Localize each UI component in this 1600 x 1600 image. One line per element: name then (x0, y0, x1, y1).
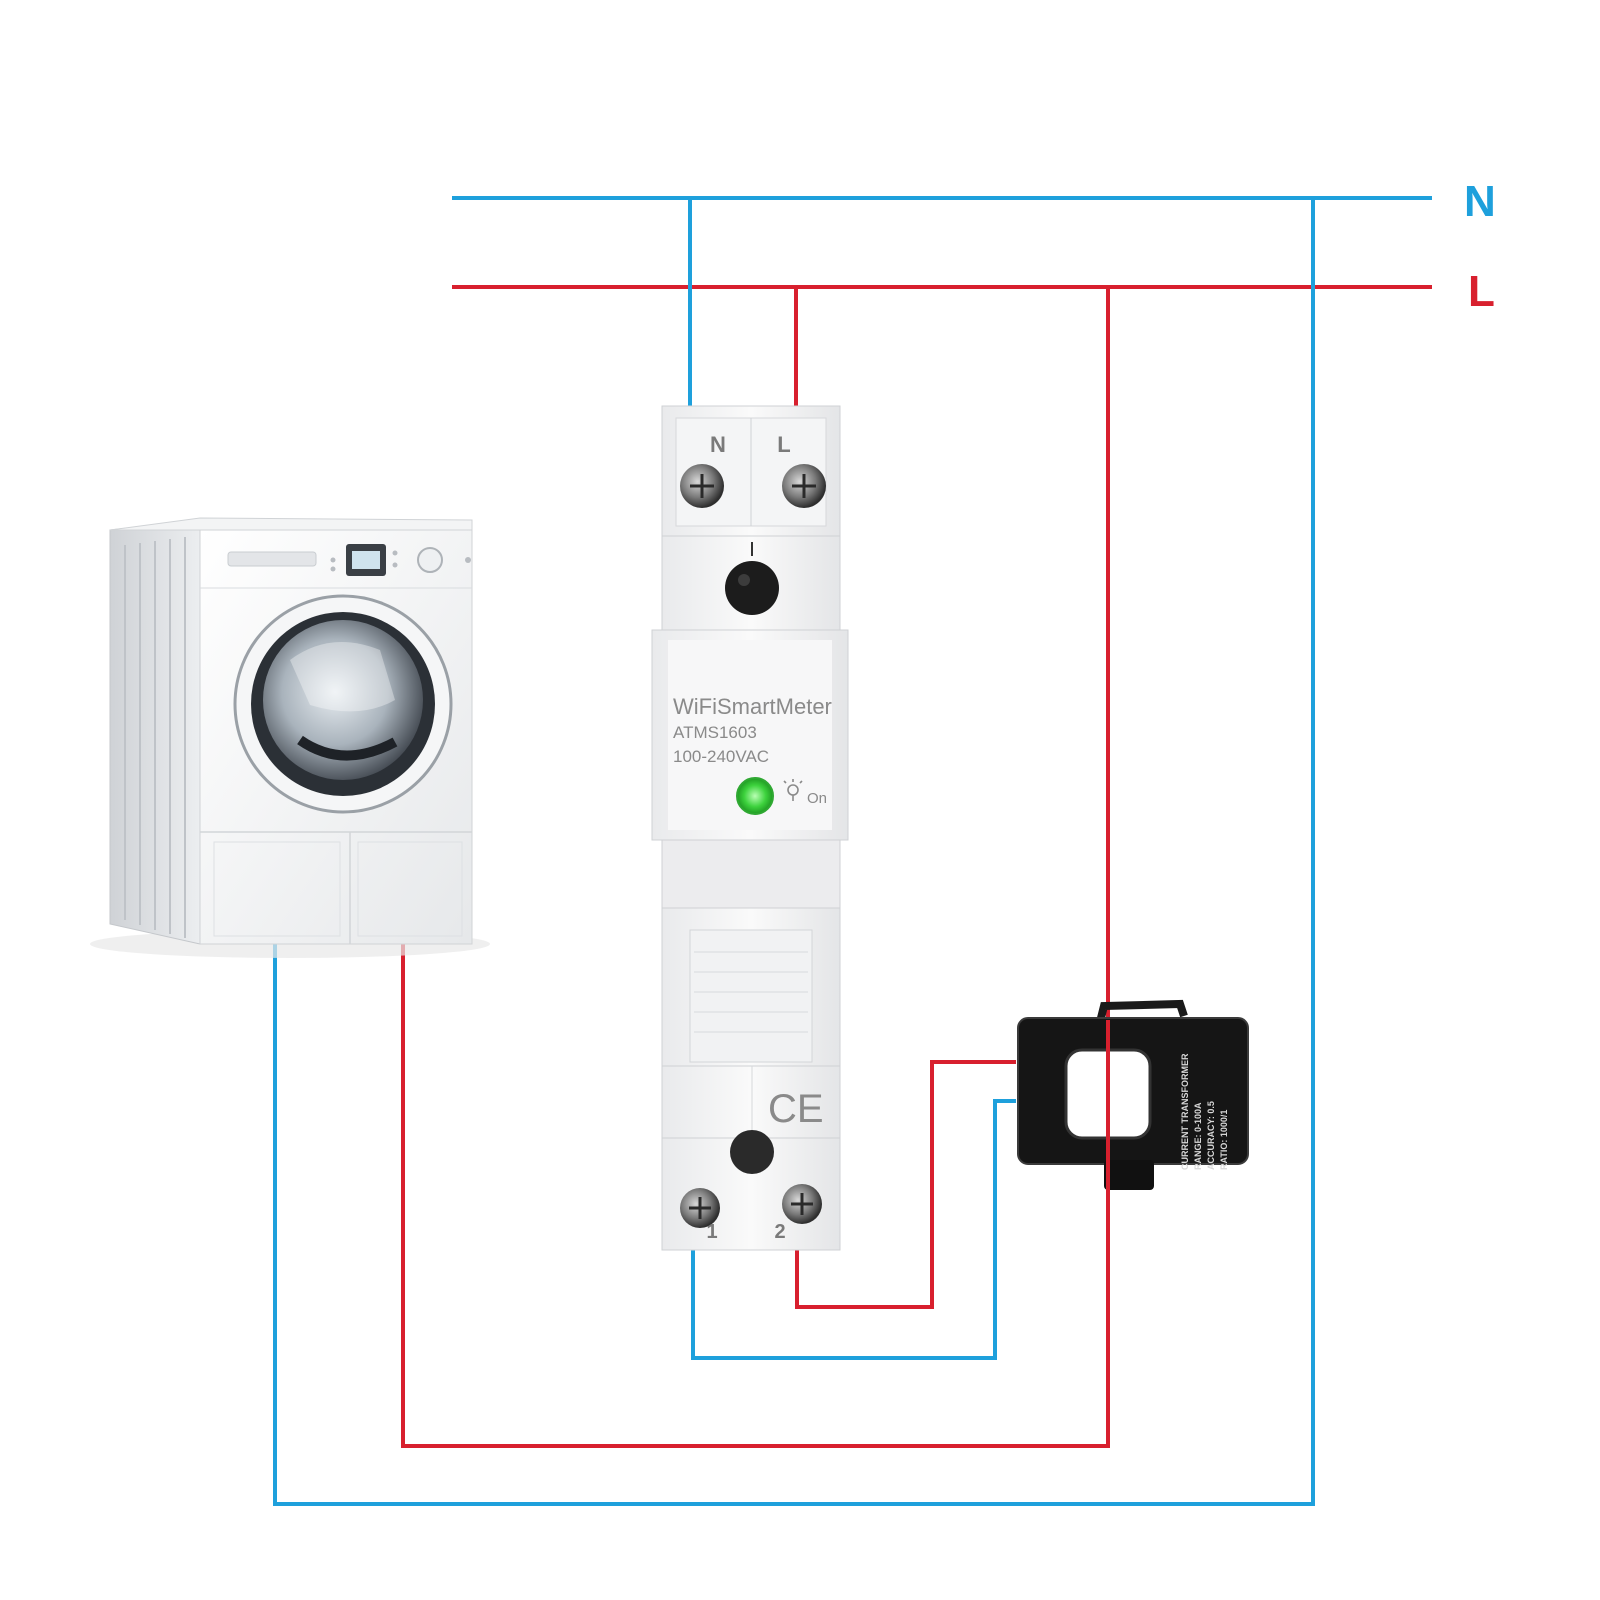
live-bus-label: L (1468, 267, 1495, 316)
led-label: On (807, 790, 827, 807)
meter-terminal-n-label: N (710, 432, 726, 457)
load-live-wire (401, 287, 1110, 1448)
meter-terminal-2-label: 2 (774, 1221, 785, 1243)
din-rail-clip (689, 929, 813, 1063)
ct-label-line3: ACCURACY: 0.5 (1206, 1101, 1216, 1170)
ct-label-line1: CURRENT TRANSFORMER (1180, 1053, 1190, 1170)
meter-voltage: 100-240VAC (673, 747, 769, 766)
load-neutral-wire (273, 198, 1315, 1506)
meter-terminal-1-label: 1 (706, 1221, 717, 1243)
indicator-led-icon (736, 777, 774, 815)
appliance-knob (417, 547, 443, 573)
ct-label-line4: RATIO: 1000/1 (1219, 1110, 1229, 1170)
ce-mark: CE (768, 1087, 824, 1131)
smart-meter: N L WiFiSmartMeter ATMS1603 100-240VAC O… (651, 405, 849, 1251)
current-clamp-icon: CURRENT TRANSFORMER RANGE: 0-100A ACCURA… (1017, 999, 1249, 1190)
ct-red-lead-wire (795, 1060, 1016, 1309)
washing-machine-icon (90, 517, 490, 958)
wires (273, 196, 1432, 1506)
meter-model: ATMS1603 (673, 723, 757, 742)
meter-terminal-l-label: L (777, 432, 790, 457)
meter-name: WiFiSmartMeter (673, 694, 832, 719)
meter-reset-button[interactable] (725, 561, 779, 615)
ct-label-line2: RANGE: 0-100A (1193, 1102, 1203, 1170)
bulb-icon (783, 779, 803, 801)
ct-blue-lead-wire (691, 1099, 1016, 1360)
neutral-bus-label: N (1464, 177, 1496, 226)
